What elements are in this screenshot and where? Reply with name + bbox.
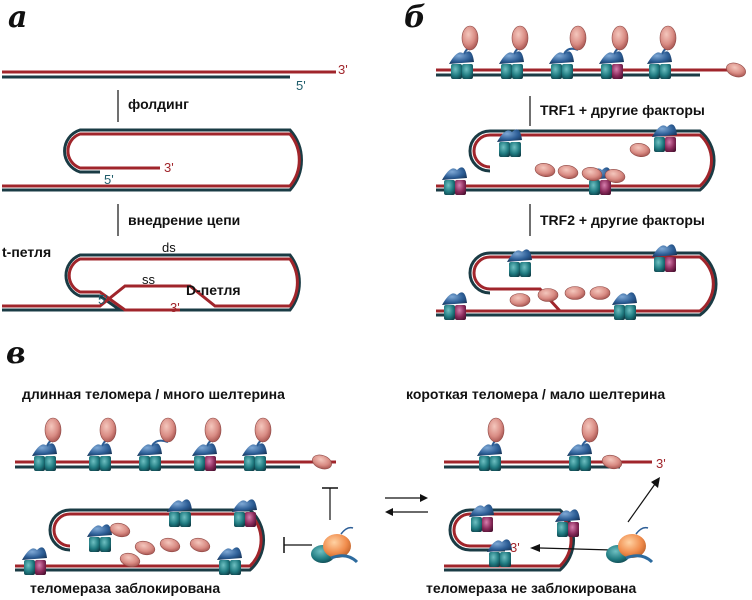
c-left-title: длинная теломера / много шелтерина — [22, 386, 285, 402]
panel-c-right-top-shelterin — [477, 417, 623, 471]
panel-c-left-top-shelterin — [32, 417, 332, 471]
a-dloop-label: D-петля — [186, 282, 241, 298]
a-tloop-3prime: 3' — [170, 300, 180, 315]
shelterin-unit — [442, 167, 467, 195]
shelterin-unit — [469, 504, 494, 532]
shelterin-unit — [22, 547, 47, 575]
pot1-bead — [312, 454, 332, 470]
pot1-bead — [537, 288, 559, 302]
telomerase-complex-left — [311, 526, 359, 564]
a-step-folding: фолдинг — [128, 96, 189, 112]
shelterin-unit — [612, 292, 637, 320]
shelterin-unit — [487, 539, 512, 567]
shelterin-unit — [87, 417, 117, 471]
panel-b-middle-shelterin — [442, 124, 677, 195]
pot1-bead — [134, 540, 156, 556]
panel-a-tloop — [2, 253, 301, 312]
panel-b-top-dna — [436, 68, 742, 77]
pot1-bead — [557, 165, 579, 179]
shelterin-unit — [555, 509, 580, 537]
panel-c-right-loop-dna — [444, 508, 575, 572]
b-step-trf1: TRF1 + другие факторы — [540, 102, 705, 118]
panel-c-left-loop-shelterin — [22, 499, 257, 575]
pot1-bead — [581, 167, 603, 181]
c-right-title: короткая теломера / мало шелтерина — [406, 386, 666, 402]
panel-b-bottom-dna — [436, 251, 718, 317]
a-ds-label: ds — [162, 240, 176, 255]
panel-c-left-top-dna — [15, 460, 336, 469]
shelterin-unit — [442, 292, 467, 320]
panel-label-c: в — [6, 336, 26, 371]
panel-c-right-loop-shelterin — [469, 504, 580, 567]
shelterin-unit — [217, 547, 242, 575]
a-ss-label: ss — [142, 272, 155, 287]
pot1-bead — [159, 537, 181, 553]
panel-c-left-loop-dna — [15, 508, 265, 572]
shelterin-unit — [192, 417, 222, 471]
panel-b-middle-dna — [436, 129, 716, 192]
shelterin-unit — [507, 249, 532, 277]
shelterin-unit — [647, 25, 677, 79]
a-tloop-5prime: 5' — [98, 292, 108, 307]
pot1-bead — [604, 169, 626, 183]
a-folded-5prime: 5' — [104, 172, 114, 187]
c-right-top-3prime: 3' — [656, 456, 666, 471]
shelterin-unit — [599, 25, 629, 79]
pot1-bead — [119, 552, 141, 568]
shelterin-unit — [477, 417, 505, 471]
pot1-bead — [564, 286, 586, 300]
shelterin-unit — [242, 417, 272, 471]
panel-c-equilibrium-arrows — [385, 494, 428, 516]
shelterin-unit — [652, 244, 677, 272]
panel-label-b: б — [404, 0, 426, 35]
c-left-caption: теломераза заблокирована — [30, 580, 221, 596]
shelterin-unit — [499, 25, 529, 79]
pot1-bead — [534, 163, 556, 177]
shelterin-unit — [652, 124, 677, 152]
c-right-caption: теломераза не заблокирована — [426, 580, 637, 596]
a-tloop-label: t-петля — [2, 244, 52, 260]
panel-c-inhibition-marks — [283, 487, 338, 553]
shelterin-unit — [137, 417, 177, 471]
a-step-strand-invasion: внедрение цепи — [128, 212, 241, 228]
pot1-bead — [189, 537, 211, 553]
b-step-trf2: TRF2 + другие факторы — [540, 212, 705, 228]
panel-b-top-shelterin — [449, 25, 746, 79]
shelterin-unit — [32, 417, 62, 471]
pot1-bead — [509, 293, 531, 307]
shelterin-unit — [232, 499, 257, 527]
a-linear-3prime: 3' — [338, 62, 348, 77]
shelterin-unit — [449, 25, 479, 79]
pot1-bead — [726, 62, 746, 78]
shelterin-unit — [567, 417, 599, 471]
pot1-bead — [629, 143, 651, 157]
telomerase-complex-right — [606, 526, 654, 564]
a-linear-5prime: 5' — [296, 78, 306, 93]
a-folded-3prime: 3' — [164, 160, 174, 175]
shelterin-unit — [549, 25, 587, 79]
shelterin-unit — [497, 129, 522, 157]
pot1-bead — [109, 522, 131, 538]
pot1-bead — [601, 454, 623, 470]
shelterin-unit — [167, 499, 192, 527]
panel-label-a: а — [8, 0, 28, 35]
shelterin-unit — [87, 524, 112, 552]
panel-a-folded-dna — [2, 128, 303, 192]
panel-c-telomerase-arrows — [530, 477, 660, 552]
panel-b-bottom-shelterin — [442, 244, 677, 320]
pot1-bead — [589, 286, 611, 300]
panel-a-linear-dna — [2, 70, 336, 79]
c-right-loop-3prime: 3' — [510, 540, 520, 555]
